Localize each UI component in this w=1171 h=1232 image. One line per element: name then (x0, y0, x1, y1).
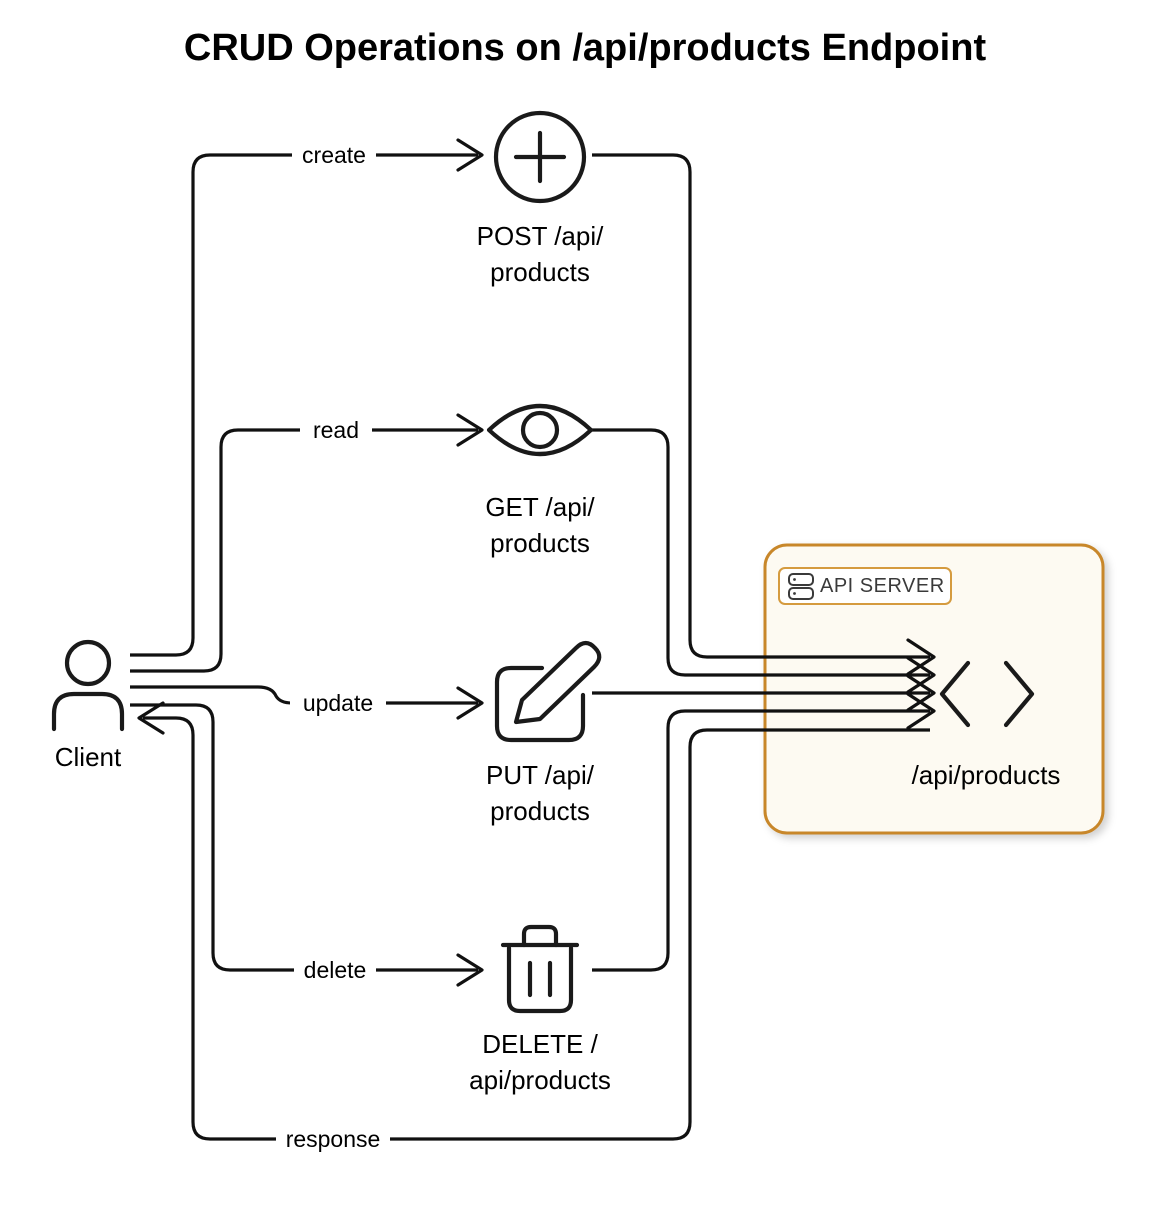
plus-sign-icon (513, 130, 567, 184)
delete-label-line1: DELETE / (482, 1029, 598, 1059)
edge-create-path (130, 153, 478, 657)
edge-delete-to-server (592, 709, 930, 972)
edge-create-arrowhead (456, 138, 484, 172)
edge-label-delete: delete (304, 957, 367, 983)
user-head-icon (64, 639, 112, 687)
node-post[interactable]: POST /api/ products (477, 110, 604, 287)
api-server-group-box (763, 543, 1105, 835)
edge-labels-layer: create read update delete response (276, 140, 390, 1154)
put-label-line1: PUT /api/ (486, 760, 595, 790)
api-server-endpoint-label: /api/products (912, 760, 1061, 790)
plus-circle-icon (493, 110, 587, 204)
edge-create-server-arrowhead (906, 638, 936, 676)
eye-outline-icon (486, 403, 594, 457)
get-label-line1: GET /api/ (485, 492, 595, 522)
edge-response-arrowhead (137, 701, 165, 735)
edge-delete-server-arrowhead (906, 692, 936, 730)
edge-delete-arrowhead (456, 953, 484, 987)
client-label: Client (55, 742, 122, 772)
api-server-group (763, 543, 1105, 835)
api-server-badge-box (778, 567, 952, 605)
pencil-icon (513, 640, 602, 725)
node-get[interactable]: GET /api/ products (485, 403, 595, 558)
api-server-badge-label: API SERVER (820, 575, 945, 597)
edge-update-arrowhead (456, 686, 484, 720)
server-icon (788, 573, 814, 600)
edge-response-path (143, 716, 930, 1141)
trash-lines-icon (527, 960, 553, 998)
edge-label-response: response (286, 1126, 381, 1152)
node-put[interactable]: PUT /api/ products (486, 640, 602, 826)
trash-body-icon (506, 945, 574, 1014)
edges-layer (130, 138, 936, 1141)
delete-label-line2: api/products (469, 1065, 611, 1095)
edge-label-update: update (303, 690, 373, 716)
edge-delete-path (130, 703, 478, 972)
node-delete[interactable]: DELETE / api/products (469, 924, 611, 1095)
edge-read-server-arrowhead (906, 656, 936, 694)
edge-label-update-bg (290, 688, 386, 718)
edge-read-to-server (592, 428, 930, 677)
post-label-line2: products (490, 257, 590, 287)
api-server-badge: API SERVER (778, 567, 952, 605)
api-server-contents: API SERVER /api/products (778, 567, 1061, 790)
user-body-icon (51, 691, 125, 732)
put-label-line2: products (490, 796, 590, 826)
post-label-line1: POST /api/ (477, 221, 604, 251)
edge-create-to-server (592, 153, 930, 659)
trash-handle-icon (521, 924, 559, 948)
edge-update-path (130, 685, 478, 705)
edge-label-create-bg (292, 140, 376, 170)
edge-label-read: read (313, 417, 359, 443)
edge-update-server-arrowhead (906, 674, 936, 712)
edit-square-icon (494, 665, 586, 743)
eye-pupil-icon (520, 410, 560, 450)
edge-read-path (130, 428, 478, 673)
page-title: CRUD Operations on /api/products Endpoin… (184, 27, 987, 69)
edge-read-arrowhead (456, 413, 484, 447)
code-brackets-icon (939, 660, 1035, 728)
get-label-line2: products (490, 528, 590, 558)
edge-label-delete-bg (294, 955, 376, 985)
edge-label-read-bg (300, 415, 372, 445)
edge-label-response-bg (276, 1124, 390, 1154)
edge-label-create: create (302, 142, 366, 168)
node-client[interactable]: Client (51, 639, 125, 772)
